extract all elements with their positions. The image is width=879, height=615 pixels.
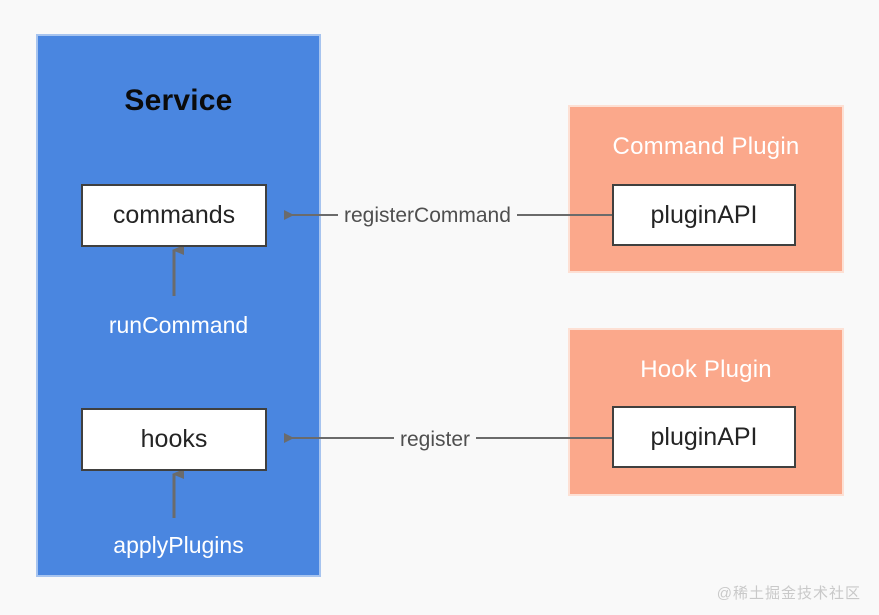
node-plugin-api-command[interactable]: pluginAPI	[612, 184, 796, 246]
node-commands[interactable]: commands	[81, 184, 267, 247]
edge-label-register-command: registerCommand	[338, 204, 517, 228]
node-plugin-api-hook[interactable]: pluginAPI	[612, 406, 796, 468]
command-plugin-title: Command Plugin	[612, 133, 800, 160]
hook-plugin-title: Hook Plugin	[640, 356, 772, 383]
node-hooks[interactable]: hooks	[81, 408, 267, 471]
label-apply-plugins: applyPlugins	[113, 532, 244, 558]
service-container: Service	[36, 34, 321, 577]
watermark: @稀土掘金技术社区	[716, 585, 861, 602]
service-title: Service	[124, 84, 233, 117]
edge-label-register: register	[394, 428, 477, 452]
label-run-command: runCommand	[108, 312, 249, 338]
